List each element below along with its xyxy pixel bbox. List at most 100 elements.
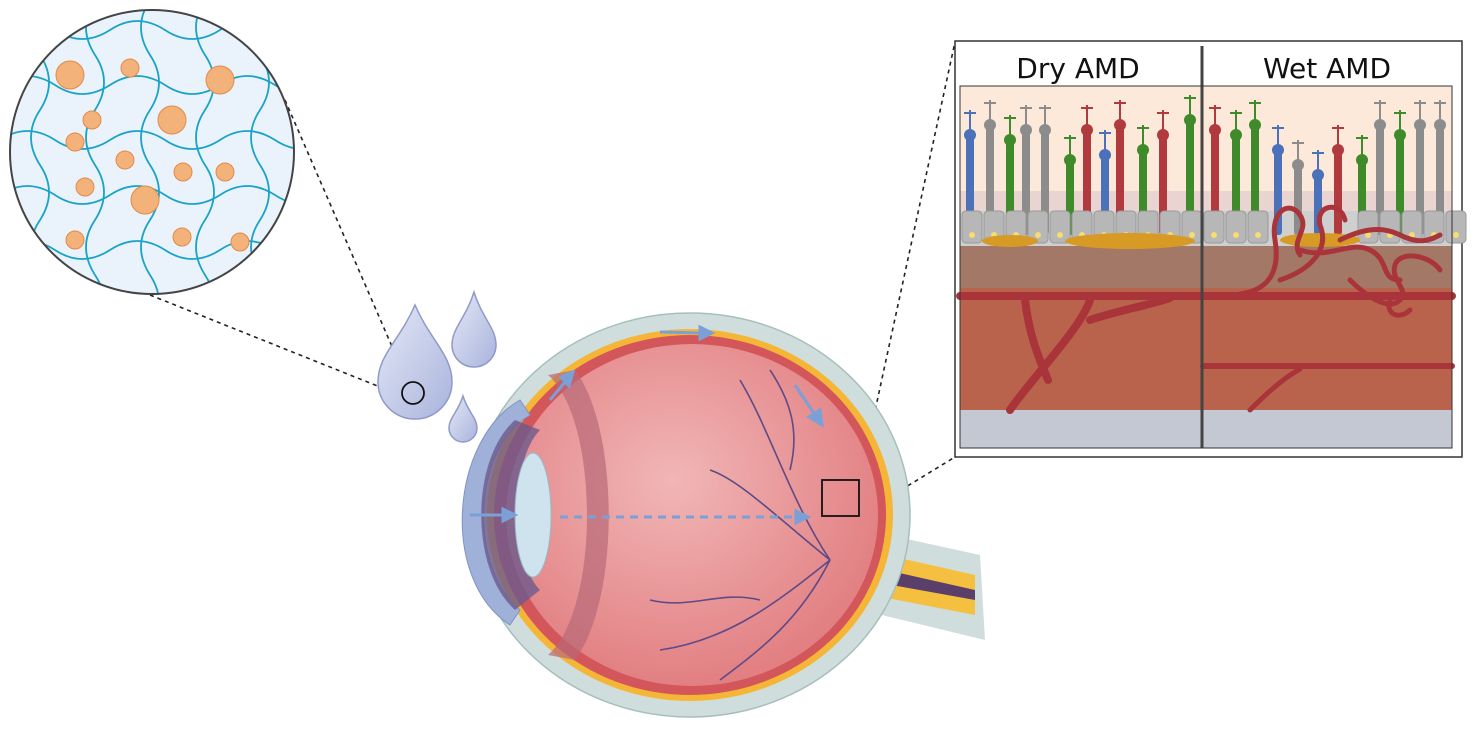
neovascularization: [1237, 204, 1443, 318]
lens: [514, 452, 552, 578]
photoreceptor-nucleus: [1312, 169, 1324, 181]
photoreceptor-synapse: [1114, 100, 1126, 120]
photoreceptor-synapse: [1434, 100, 1446, 120]
photoreceptor-synapse: [1394, 110, 1406, 130]
mesh-strand: [140, 10, 160, 294]
photoreceptor-nucleus: [1114, 119, 1126, 131]
rpe-cell: [1379, 210, 1401, 244]
rpe-cell: [1027, 210, 1049, 244]
drug-particle: [157, 105, 187, 135]
photoreceptor-synapse: [1414, 100, 1426, 120]
mesh-strand: [0, 351, 330, 369]
rpe-cell: [1357, 210, 1379, 244]
dry-amd-title: Dry AMD: [1016, 52, 1139, 85]
mesh-strand: [306, 0, 324, 330]
photoreceptor-synapse: [1209, 105, 1221, 125]
photoreceptor-nucleus: [964, 129, 976, 141]
photoreceptor-nucleus: [1099, 149, 1111, 161]
drug-particle: [215, 162, 235, 182]
photoreceptor: [1186, 115, 1194, 235]
photoreceptor-nucleus: [1064, 154, 1076, 166]
photoreceptor-nucleus: [1356, 154, 1368, 166]
drop-small: [448, 393, 478, 443]
photoreceptor-nucleus: [1081, 124, 1093, 136]
photoreceptor-synapse: [1312, 150, 1324, 170]
lipofuscin-granule: [1057, 232, 1063, 238]
photoreceptor: [1416, 120, 1424, 235]
ciliary-body: [548, 370, 609, 660]
photoreceptor-synapse: [1039, 105, 1051, 125]
photoreceptor-synapse: [1004, 115, 1016, 135]
drug-particle: [65, 230, 85, 250]
photoreceptor: [1251, 120, 1259, 235]
magnifier-circle: [401, 381, 425, 405]
rpe-cell: [1445, 210, 1467, 244]
photoreceptor-synapse: [1157, 110, 1169, 130]
photoreceptor: [1006, 135, 1014, 235]
photoreceptor-synapse: [1184, 95, 1196, 115]
eye-drops: [377, 289, 497, 443]
photoreceptor-nucleus: [1414, 119, 1426, 131]
photoreceptor-synapse: [1099, 130, 1111, 150]
photoreceptor-nucleus: [1137, 144, 1149, 156]
drug-particle: [75, 177, 95, 197]
photoreceptor-nucleus: [1209, 124, 1221, 136]
drug-particle: [173, 162, 193, 182]
photoreceptor-synapse: [964, 110, 976, 130]
photoreceptor-synapse: [1020, 105, 1032, 125]
photoreceptor-synapse: [1064, 135, 1076, 155]
eye-cross-section: [461, 312, 985, 718]
lipofuscin-granule: [1255, 232, 1261, 238]
photoreceptor: [1022, 125, 1030, 235]
photoreceptor-synapse: [1374, 100, 1386, 120]
photoreceptor-nucleus: [1374, 119, 1386, 131]
drop-large: [377, 303, 453, 420]
photoreceptor: [966, 130, 974, 235]
photoreceptor-nucleus: [984, 119, 996, 131]
photoreceptor-nucleus: [1434, 119, 1446, 131]
photoreceptor: [1436, 120, 1444, 235]
retinal-vessels: [649, 369, 831, 681]
mesh-strand: [10, 75, 294, 95]
photoreceptor: [1041, 125, 1049, 235]
drug-particle: [115, 150, 135, 170]
drug-particle: [230, 232, 250, 252]
photoreceptor: [1376, 120, 1384, 235]
rpe-cell: [1203, 210, 1225, 244]
amd-comparison-panel: Dry AMD Wet AMD: [954, 40, 1467, 458]
lipofuscin-granule: [1211, 232, 1217, 238]
photoreceptor-synapse: [1292, 140, 1304, 160]
photoreceptor-synapse: [1272, 125, 1284, 145]
mesh-strand: [361, 0, 379, 330]
photoreceptor-nucleus: [1039, 124, 1051, 136]
photoreceptor-nucleus: [1332, 144, 1344, 156]
photoreceptor-nucleus: [1157, 129, 1169, 141]
rpe-cell: [1049, 210, 1071, 244]
lipofuscin-granule: [1035, 232, 1041, 238]
photoreceptor-synapse: [1332, 125, 1344, 145]
rpe-cell: [961, 210, 983, 244]
drug-particle: [205, 65, 235, 95]
mesh-strand: [10, 185, 294, 205]
photoreceptor: [1116, 120, 1124, 235]
rpe-cell: [1247, 210, 1269, 244]
drug-particles: [55, 58, 250, 252]
lipofuscin-granule: [1409, 232, 1415, 238]
photoreceptor: [1232, 130, 1240, 235]
mesh-strand: [10, 130, 294, 150]
photoreceptor-nucleus: [1230, 129, 1242, 141]
rpe-cell: [1401, 210, 1423, 244]
photoreceptor-synapse: [1081, 105, 1093, 125]
lipofuscin-granule: [1189, 232, 1195, 238]
light-path-arrows: [470, 324, 824, 526]
photoreceptor: [1211, 125, 1219, 235]
zoom-region-box: [821, 479, 860, 517]
photoreceptor-synapse: [1137, 125, 1149, 145]
photoreceptor: [1396, 130, 1404, 235]
wet-amd-title: Wet AMD: [1263, 52, 1391, 85]
lipofuscin-granule: [1453, 232, 1459, 238]
mesh-strand: [0, 296, 330, 314]
photoreceptor: [1159, 130, 1167, 235]
photoreceptor-synapse: [984, 100, 996, 120]
